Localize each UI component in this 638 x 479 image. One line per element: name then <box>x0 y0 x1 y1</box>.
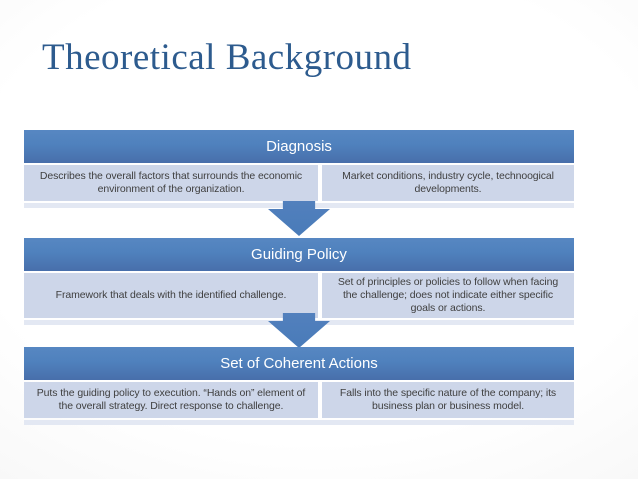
page-title: Theoretical Background <box>42 37 412 78</box>
section-diagnosis-cell-left: Describes the overall factors that surro… <box>24 165 318 201</box>
section-coherent-actions-header: Set of Coherent Actions <box>24 347 574 380</box>
section-diagnosis-header: Diagnosis <box>24 130 574 163</box>
section-guiding-policy-cell-right: Set of principles or policies to follow … <box>322 273 574 318</box>
section-coherent-actions-body: Puts the guiding policy to execution. “H… <box>24 382 574 418</box>
section-guiding-policy: Guiding Policy Framework that deals with… <box>24 238 574 325</box>
section-diagnosis: Diagnosis Describes the overall factors … <box>24 130 574 208</box>
section-coherent-actions-cell-right: Falls into the specific nature of the co… <box>322 382 574 418</box>
section-guiding-policy-cell-left: Framework that deals with the identified… <box>24 273 318 318</box>
section-guiding-policy-header: Guiding Policy <box>24 238 574 271</box>
table-bottom-accent <box>24 420 574 425</box>
section-guiding-policy-body: Framework that deals with the identified… <box>24 273 574 318</box>
section-diagnosis-cell-right: Market conditions, industry cycle, techn… <box>322 165 574 201</box>
section-diagnosis-body: Describes the overall factors that surro… <box>24 165 574 201</box>
section-coherent-actions-cell-left: Puts the guiding policy to execution. “H… <box>24 382 318 418</box>
section-coherent-actions: Set of Coherent Actions Puts the guiding… <box>24 347 574 425</box>
